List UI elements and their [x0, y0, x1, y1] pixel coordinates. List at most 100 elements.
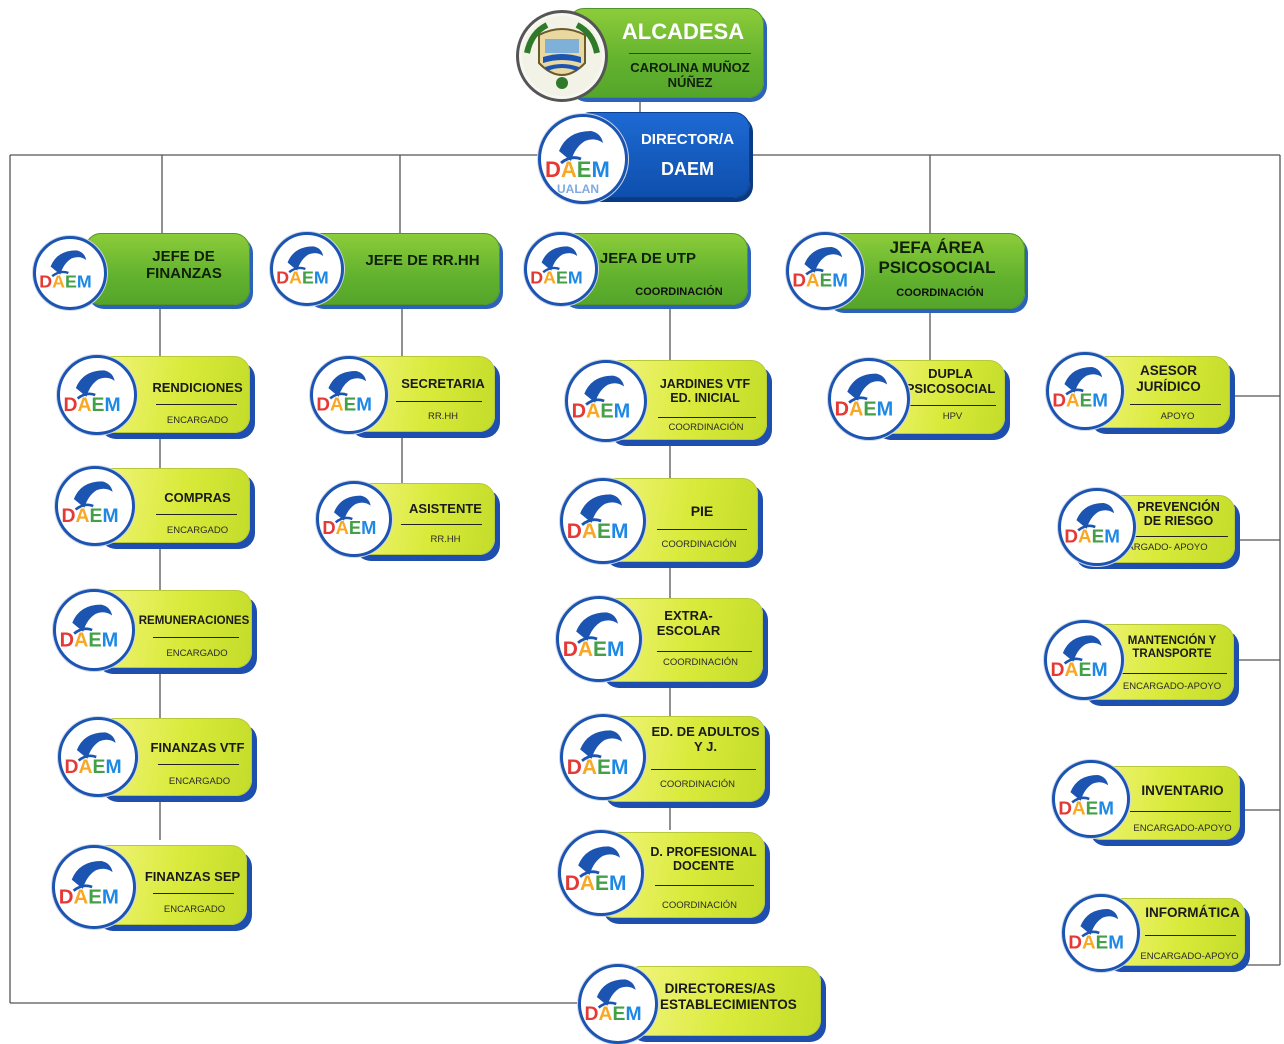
unit-title: FINANZAS VTF [150, 740, 245, 755]
svg-text:DAEM: DAEM [322, 517, 376, 538]
daem-logo-icon: DAEM [578, 964, 658, 1044]
svg-text:DAEM: DAEM [565, 872, 627, 895]
unit-sub: ENCARGADO- APOYO [1107, 542, 1208, 553]
svg-text:DAEM: DAEM [835, 398, 894, 420]
unit-sub: ENCARGADO-APOYO [1122, 681, 1222, 692]
unit-sub: ENCARGADO [166, 648, 228, 659]
unit-sub: ENCARGADO [166, 525, 229, 536]
svg-text:DAEM: DAEM [567, 756, 629, 779]
svg-text:DAEM: DAEM [585, 1003, 642, 1025]
unit-title: ASESOR JURÍDICO [1136, 363, 1201, 394]
unit-sub: COORDINACIÓN [668, 422, 744, 433]
daem-logo-icon: DAEM [57, 355, 137, 435]
unit-rule [1130, 404, 1221, 405]
unit-rule [156, 514, 237, 515]
svg-text:DAEM: DAEM [1052, 389, 1108, 410]
unit-title: INFORMÁTICA [1145, 905, 1240, 920]
daem-logo-icon: DAEM [560, 478, 646, 564]
unit-sub: RR.HH [427, 411, 459, 422]
unit-rule [657, 651, 752, 652]
daem-logo-icon: DAEM [310, 356, 388, 434]
unit-title: RENDICIONES [152, 380, 243, 395]
daem-logo-icon: DAEM [1052, 760, 1130, 838]
unit-title: REMUNERACIONES [138, 615, 250, 627]
unit-rule [1145, 935, 1236, 936]
svg-text:DAEM: DAEM [530, 268, 582, 288]
svg-text:DAEM: DAEM [65, 756, 122, 778]
svg-text:DAEM: DAEM [62, 505, 119, 527]
head-finanzas: JEFE DE FINANZAS [85, 233, 250, 305]
svg-text:DAEM: DAEM [1064, 525, 1120, 546]
head-rrhh-title: JEFE DE RR.HH [365, 252, 480, 269]
unit-rule [1081, 536, 1228, 537]
unit-sub: ENCARGADO [166, 415, 229, 426]
daem-logo-icon: DAEM [1058, 488, 1136, 566]
daem-logo-icon: DAEM [52, 845, 136, 929]
unit-rule [1121, 673, 1227, 674]
daem-logo-text: DAEM [545, 157, 610, 182]
daem-logo-icon: DAEM [786, 232, 864, 310]
head-utp-sub: COORDINACIÓN [635, 286, 723, 298]
unit-rule [396, 401, 482, 402]
unit-sub: COORDINACIÓN [661, 539, 737, 550]
unit-sub: ENCARGADO-APOYO [1133, 823, 1232, 834]
daem-logo-icon: DAEM [53, 589, 135, 671]
daem-logo-icon: DAEM [556, 596, 642, 682]
unit-sub: ENCARGADO-APOYO [1140, 951, 1239, 962]
unit-rule [156, 404, 237, 405]
svg-text:DAEM: DAEM [567, 520, 629, 543]
daem-logo-icon: DAEM [1062, 894, 1140, 972]
unit-rule [401, 524, 482, 525]
director-title: DIRECTOR/A [640, 131, 735, 148]
unit-directores-establecimientos: DIRECTORES/AS ESTABLECIMIENTOS [625, 966, 821, 1036]
unit-title: PREVENCIÓN DE RIESGO [1137, 500, 1220, 529]
svg-text:DAEM: DAEM [572, 400, 631, 422]
mayor-rule [629, 53, 751, 54]
unit-title: INVENTARIO [1141, 783, 1224, 798]
head-psico-title: JEFA ÁREA PSICOSOCIAL [878, 238, 996, 277]
unit-title: DIRECTORES/AS ESTABLECIMIENTOS [660, 981, 797, 1012]
daem-logo-icon: DAEM [565, 360, 647, 442]
unit-rule [1130, 811, 1231, 812]
unit-title: COMPRAS [164, 490, 231, 505]
head-utp-title: JEFA DE UTP [599, 250, 697, 267]
daem-logo-icon: DAEM [55, 466, 135, 546]
daem-logo-icon: DAEM [1044, 620, 1124, 700]
unit-sub: COORDINACIÓN [662, 900, 737, 911]
daem-logo-icon: DAEM [828, 358, 910, 440]
unit-sub: COORDINACIÓN [660, 779, 735, 790]
svg-text:DAEM: DAEM [563, 638, 625, 661]
unit-title: ASISTENTE [409, 501, 482, 516]
head-finanzas-title: JEFE DE FINANZAS [146, 248, 222, 283]
unit-title: FINANZAS SEP [144, 869, 241, 884]
svg-text:DAEM: DAEM [316, 393, 372, 414]
mayor-title: ALCADESA [621, 19, 745, 44]
svg-text:DAEM: DAEM [276, 268, 328, 288]
daem-logo-icon: DAEM [58, 717, 138, 797]
unit-title: MANTENCIÓN Y TRANSPORTE [1127, 635, 1217, 661]
unit-rule [158, 764, 239, 765]
unit-title: D. PROFESIONAL DOCENTE [650, 845, 757, 874]
unit-title: JARDINES VTF ED. INICIAL [659, 377, 751, 406]
daem-logo-icon: DAEM [560, 714, 646, 800]
unit-rule [153, 893, 234, 894]
unit-sub: ENCARGADO [163, 904, 226, 915]
unit-rule [655, 885, 754, 886]
daem-logo-icon: DAEM [1046, 352, 1124, 430]
director-subtitle: DAEM [661, 159, 714, 179]
unit-rule [651, 769, 756, 770]
daem-logo-icon: DAEM [316, 481, 392, 557]
svg-text:DAEM: DAEM [59, 887, 119, 909]
svg-text:DAEM: DAEM [1068, 931, 1124, 952]
unit-sub: HPV [942, 411, 963, 422]
daem-logo-icon: DAEM [270, 232, 344, 306]
unit-rule [658, 417, 756, 418]
daem-logo-icon: DAEM [558, 830, 644, 916]
svg-text:DAEM: DAEM [60, 629, 119, 651]
unit-title: SECRETARIA [401, 376, 485, 391]
unit-sub: COORDINACIÓN [663, 657, 738, 668]
daem-logo-icon: DAEM [33, 236, 107, 310]
unit-title: EXTRA-ESCOLAR [656, 608, 721, 638]
svg-text:DAEM: DAEM [792, 269, 848, 290]
